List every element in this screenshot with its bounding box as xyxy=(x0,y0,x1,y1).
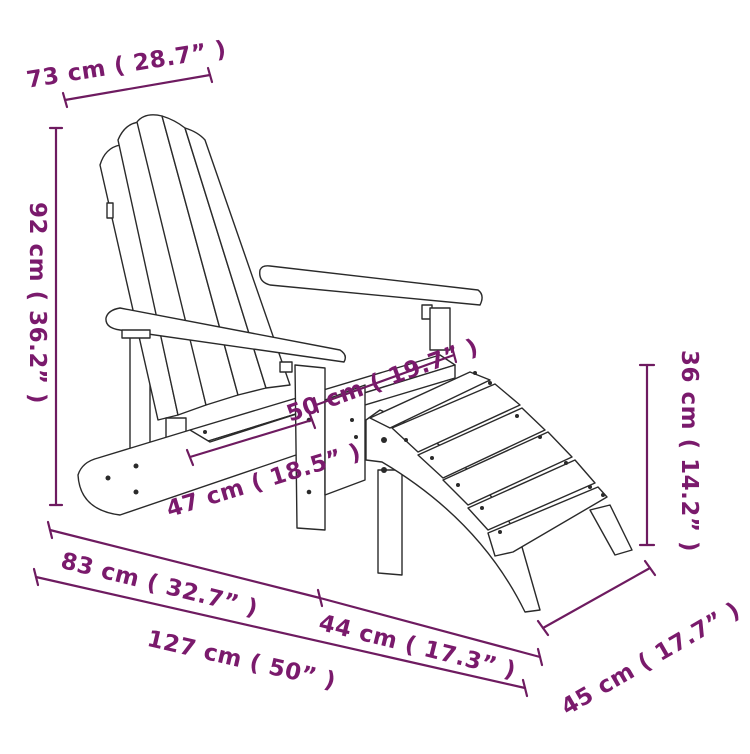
dimension-lines xyxy=(32,66,657,698)
chair-left-armrest xyxy=(105,307,347,373)
ottoman-height-label: 36 cm ( 14.2” ) xyxy=(676,350,702,553)
chair-height-label: 92 cm ( 36.2” ) xyxy=(24,202,50,405)
chair-front-leg xyxy=(294,364,366,531)
ottoman xyxy=(365,371,633,613)
chair-right-armrest xyxy=(259,265,483,351)
